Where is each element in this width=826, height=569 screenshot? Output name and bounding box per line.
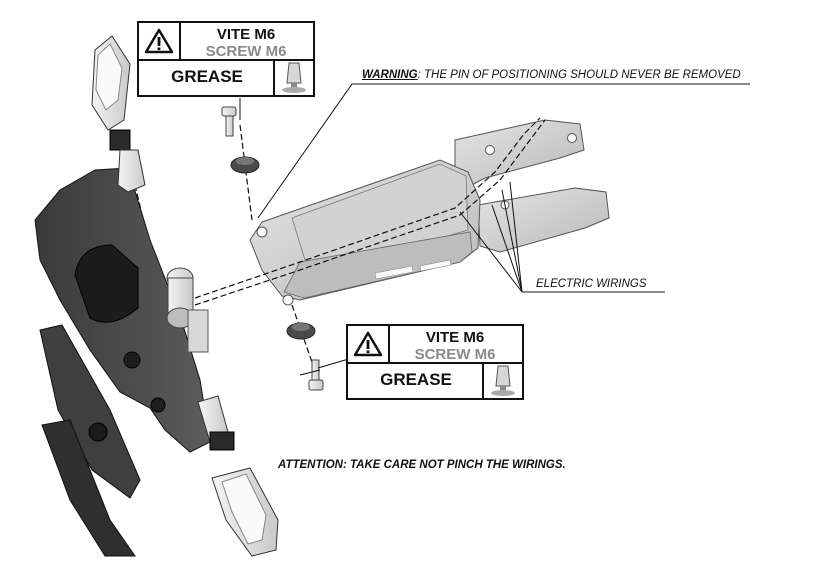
turn-signal-lower [197,395,279,557]
warning-prefix: WARNING [362,69,418,81]
bracket-body [249,159,481,306]
warning-text: : THE PIN OF POSITIONING SHOULD NEVER BE… [417,69,741,81]
electric-wirings-label: ELECTRIC WIRINGS [536,278,647,290]
label-bottom-row: GREASE [348,362,522,398]
label-top-row: VITE M6 SCREW M6 [348,326,522,364]
label-top-row: VITE M6 SCREW M6 [139,23,313,61]
label-grease-text: GREASE [171,67,243,86]
leader-lines [239,83,750,376]
screw-upper [221,106,260,174]
attention-note: ATTENTION: TAKE CARE NOT PINCH THE WIRIN… [278,459,566,471]
turn-signal-upper [91,35,146,193]
label-grease-text: GREASE [380,370,452,389]
label-screw-text: SCREW M6 [414,346,496,363]
screw-lower [286,322,324,391]
label-box-top: VITE M6 SCREW M6 GREASE [137,21,315,97]
warning-triangle-icon [348,326,390,362]
label-bottom-row: GREASE [139,59,313,95]
label-box-bottom: VITE M6 SCREW M6 GREASE [346,324,524,400]
warning-triangle-icon [139,23,181,59]
grease-tube-icon [482,362,522,398]
spacer-parts [166,267,209,353]
bracket-upper-arm [454,119,585,187]
grease-tube-icon [273,59,313,95]
plate-holder [34,167,211,557]
label-vite-text: VITE M6 [425,329,485,346]
warning-note: WARNING: THE PIN OF POSITIONING SHOULD N… [362,69,741,81]
label-vite-text: VITE M6 [216,26,276,43]
label-screw-text: SCREW M6 [205,43,287,60]
plate-light [74,244,139,323]
